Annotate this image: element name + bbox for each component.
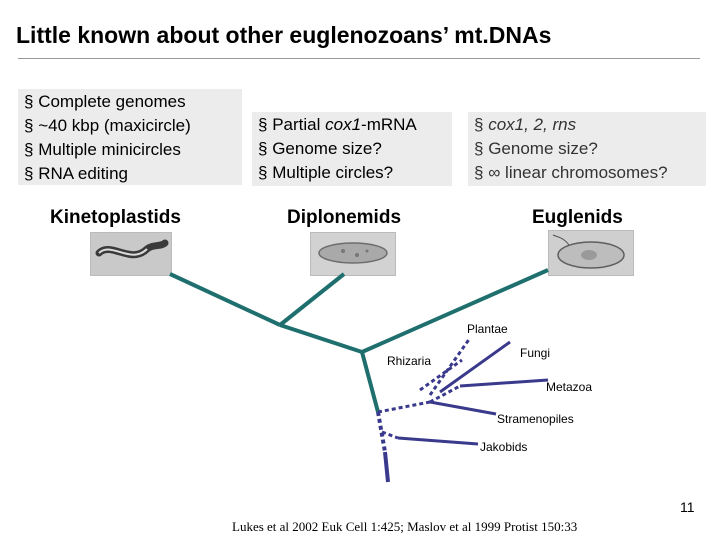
kinetoplastids-bullet: § ~40 kbp (maxicircle) bbox=[24, 116, 191, 135]
branch-jakobids bbox=[383, 451, 390, 483]
branch-plantae bbox=[428, 337, 472, 396]
branch-euglenozoa-stem bbox=[279, 323, 363, 354]
branch-diplonemids bbox=[278, 272, 346, 327]
kinetoplastids-bullet: § Multiple minicircles bbox=[24, 140, 181, 159]
branch-kinetoplastids bbox=[169, 272, 281, 327]
branch-fungi bbox=[439, 340, 511, 394]
euglenids-bullet: § Genome size? bbox=[474, 139, 598, 158]
taxon-label-fungi: Fungi bbox=[520, 346, 551, 360]
taxon-label-rhizaria: Rhizaria bbox=[387, 354, 432, 368]
branch-excavate-stem bbox=[360, 351, 380, 413]
diplonemids-label: Diplonemids bbox=[287, 207, 402, 228]
kinetoplastid-micrograph bbox=[90, 232, 172, 276]
diplonemids-bullet: § Partial cox1-mRNA bbox=[258, 115, 417, 134]
euglenids-info-box: § cox1, 2, rns § Genome size? § ∞ linear… bbox=[468, 112, 706, 186]
taxon-label-jakobids: Jakobids bbox=[480, 440, 528, 454]
euglenids-label: Euglenids bbox=[532, 207, 623, 228]
branch-jakobids-connector bbox=[381, 430, 399, 440]
branch-metazoa bbox=[459, 378, 549, 388]
branch-stramenopiles bbox=[429, 400, 497, 416]
branch-jakobids-side bbox=[397, 436, 479, 446]
branch-core-stem bbox=[377, 400, 431, 414]
euglenids-bullet: § ∞ linear chromosomes? bbox=[474, 163, 668, 182]
taxon-label-plantae: Plantae bbox=[467, 322, 508, 336]
slide-title: Little known about other euglenozoans’ m… bbox=[16, 22, 552, 48]
diplonemids-bullet: § Multiple circles? bbox=[258, 163, 394, 182]
kinetoplastids-bullet: § RNA editing bbox=[24, 164, 128, 183]
branch-rhizaria bbox=[419, 358, 463, 392]
branch-opisthokont-stem bbox=[429, 384, 461, 404]
euglenid-micrograph bbox=[548, 230, 634, 276]
taxon-label-metazoa: Metazoa bbox=[546, 380, 593, 394]
taxon-label-stramenopiles: Stramenopiles bbox=[497, 412, 574, 426]
branch-euglenids bbox=[361, 268, 549, 354]
citation: Lukes et al 2002 Euk Cell 1:425; Maslov … bbox=[232, 519, 578, 534]
kinetoplastids-label: Kinetoplastids bbox=[50, 207, 181, 228]
diplonemid-micrograph bbox=[310, 232, 396, 276]
diplonemids-bullet: § Genome size? bbox=[258, 139, 382, 158]
kinetoplastids-bullet: § Complete genomes bbox=[24, 92, 186, 111]
diplonemids-info-box: § Partial cox1-mRNA § Genome size? § Mul… bbox=[252, 112, 452, 186]
title-divider bbox=[18, 58, 700, 59]
kinetoplastids-info-box: § Complete genomes § ~40 kbp (maxicircle… bbox=[18, 89, 242, 185]
euglenids-bullet: § cox1, 2, rns bbox=[474, 115, 577, 134]
page-number: 11 bbox=[680, 499, 695, 515]
